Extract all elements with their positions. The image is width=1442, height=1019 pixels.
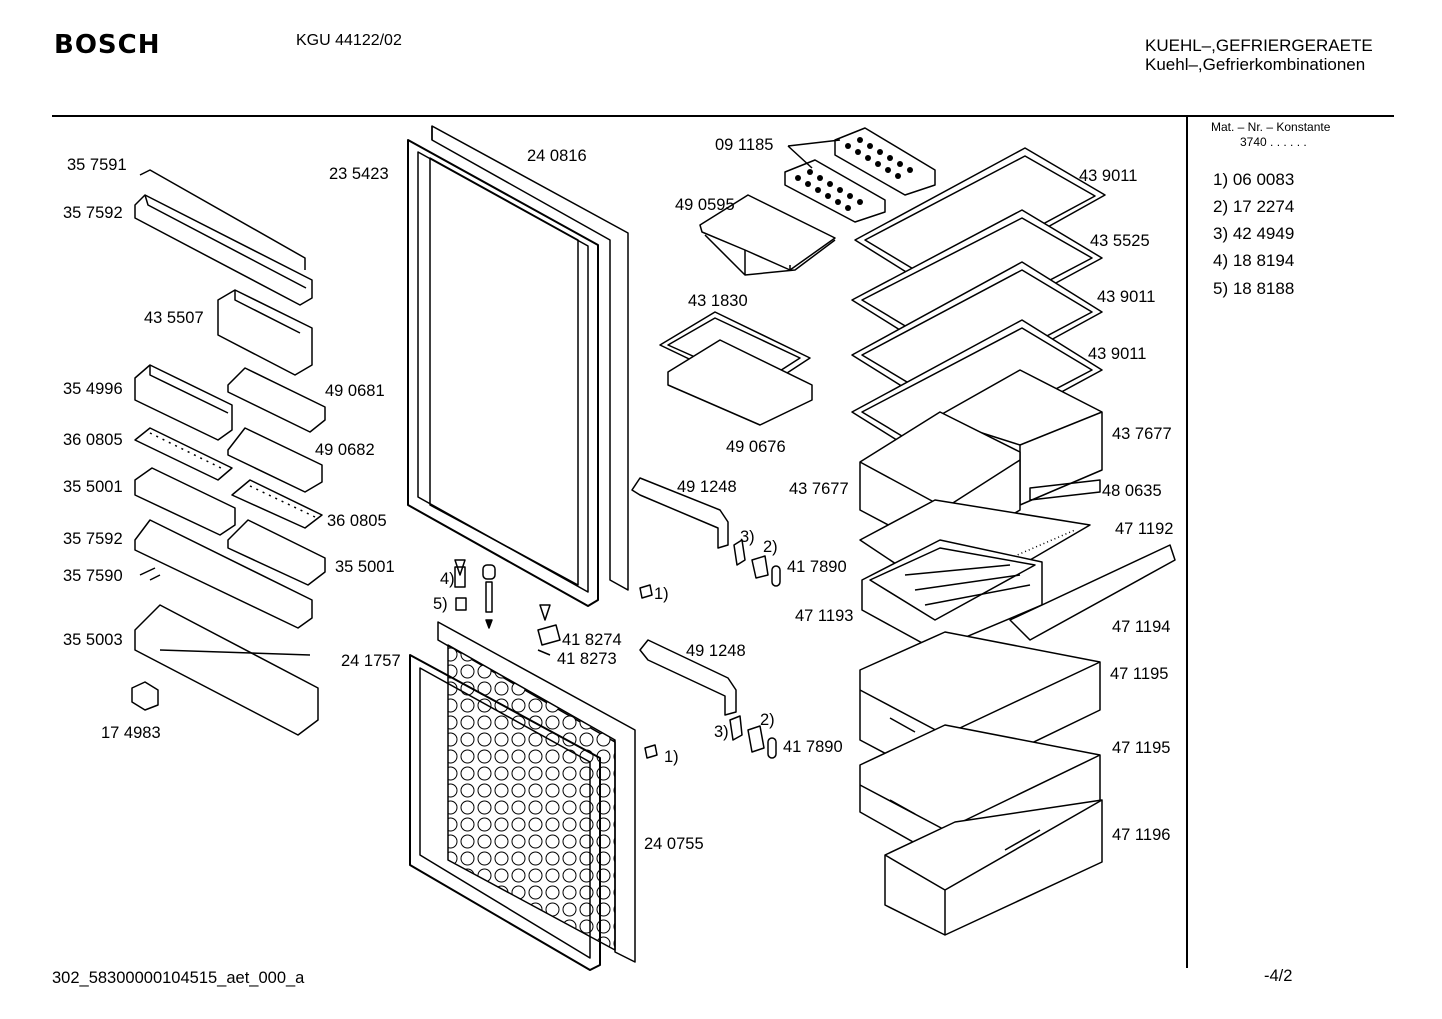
label-417890-a: 41 7890	[787, 558, 847, 576]
ref-5: 5)	[433, 595, 448, 613]
constant-label: Mat. – Nr. – Konstante	[1211, 120, 1331, 134]
model-number: KGU 44122/02	[296, 32, 402, 49]
label-174983: 17 4983	[101, 724, 161, 742]
ref-3-upper: 3)	[740, 528, 755, 546]
door-shelf-354996	[134, 364, 233, 441]
ref-2-lower: 2)	[760, 711, 775, 729]
door-shelf-357592b	[134, 519, 313, 629]
label-357592-a: 35 7592	[63, 204, 123, 222]
brand-logo: BOSCH	[54, 30, 161, 60]
label-355001-a: 35 5001	[63, 478, 123, 496]
ref-3-lower: 3)	[714, 723, 729, 741]
gasket-235423	[407, 139, 599, 607]
freezer-drawer-471196	[884, 799, 1103, 936]
label-471195-a: 47 1195	[1110, 665, 1169, 683]
label-417890-b: 41 7890	[783, 738, 843, 756]
label-240816: 24 0816	[527, 147, 587, 165]
label-357592-b: 35 7592	[63, 530, 123, 548]
hinge-parts-upper	[454, 559, 561, 656]
label-471194: 47 1194	[1112, 618, 1171, 636]
ref-2-upper: 2)	[763, 538, 778, 556]
clip-174983	[131, 681, 159, 711]
tray-360805b	[231, 479, 323, 529]
label-354996: 35 4996	[63, 380, 123, 398]
handle-491248b	[639, 639, 737, 716]
label-439011-a: 43 9011	[1079, 167, 1138, 185]
label-418273: 41 8273	[557, 650, 617, 668]
label-240755: 24 0755	[644, 835, 704, 853]
label-490682: 49 0682	[315, 441, 375, 459]
label-490681: 49 0681	[325, 382, 385, 400]
tray-471194	[1009, 544, 1176, 641]
door-shelf-355003	[134, 604, 319, 736]
ice-box-490595	[699, 194, 836, 276]
label-431830: 43 1830	[688, 292, 748, 310]
gasket-241757	[409, 654, 601, 971]
label-439011-c: 43 9011	[1088, 345, 1147, 363]
drawer-437677a	[934, 369, 1103, 506]
category-subtitle: Kuehl–,Gefrierkombinationen	[1145, 55, 1366, 74]
label-490676: 49 0676	[726, 438, 786, 456]
document-id: 302_58300000104515_aet_000_a	[52, 969, 305, 987]
label-091185: 09 1185	[715, 136, 774, 154]
lower-door-240755	[437, 621, 636, 963]
label-471195-b: 47 1195	[1112, 739, 1171, 757]
label-437677-b: 43 7677	[789, 480, 849, 498]
constant-value: 3740 . . . . . .	[1240, 135, 1307, 149]
label-435507: 43 5507	[144, 309, 204, 327]
door-shelf-355001b	[227, 519, 326, 586]
label-439011-b: 43 9011	[1097, 288, 1156, 306]
note-4: 4) 18 8194	[1213, 251, 1295, 270]
label-241757: 24 1757	[341, 652, 401, 670]
note-5: 5) 18 8188	[1213, 279, 1295, 298]
label-490595: 49 0595	[675, 196, 735, 214]
note-2: 2) 17 2274	[1213, 197, 1295, 216]
label-471193: 47 1193	[795, 607, 854, 625]
label-357591: 35 7591	[67, 156, 127, 174]
category-title: KUEHL–,GEFRIERGERAETE	[1145, 36, 1373, 55]
crisper-431830	[659, 311, 813, 426]
rail-480635	[1029, 479, 1101, 501]
label-355003: 35 5003	[63, 631, 123, 649]
label-471192: 47 1192	[1115, 520, 1174, 538]
handle-491248a	[631, 477, 729, 549]
ref-4: 4)	[440, 570, 455, 588]
label-491248-a: 49 1248	[677, 478, 737, 496]
upper-door-240816	[431, 125, 629, 591]
label-491248-b: 49 1248	[686, 642, 746, 660]
screws-lower	[644, 715, 777, 759]
label-360805-a: 36 0805	[63, 431, 123, 449]
label-357590: 35 7590	[63, 567, 123, 585]
label-355001-b: 35 5001	[335, 558, 395, 576]
note-3: 3) 42 4949	[1213, 224, 1295, 243]
note-1: 1) 06 0083	[1213, 170, 1295, 189]
page-number: -4/2	[1264, 967, 1293, 985]
bottle-shelf-435507	[217, 289, 313, 376]
door-shelf-357592a	[134, 169, 313, 306]
ref-1-lower: 1)	[664, 748, 679, 766]
door-shelf-355001a	[134, 467, 236, 536]
bar-357590	[139, 567, 161, 581]
label-235423: 23 5423	[329, 165, 389, 183]
shelf-490681	[227, 367, 326, 433]
label-435525: 43 5525	[1090, 232, 1150, 250]
tray-360805a	[134, 427, 233, 481]
label-480635: 48 0635	[1102, 482, 1162, 500]
shelf-490682	[227, 427, 323, 493]
label-471196: 47 1196	[1112, 826, 1171, 844]
label-437677-a: 43 7677	[1112, 425, 1172, 443]
ice-trays-091185	[784, 127, 936, 223]
label-418274: 41 8274	[562, 631, 622, 649]
screws-upper	[639, 539, 781, 599]
ref-1-upper: 1)	[654, 585, 669, 603]
label-360805-b: 36 0805	[327, 512, 387, 530]
